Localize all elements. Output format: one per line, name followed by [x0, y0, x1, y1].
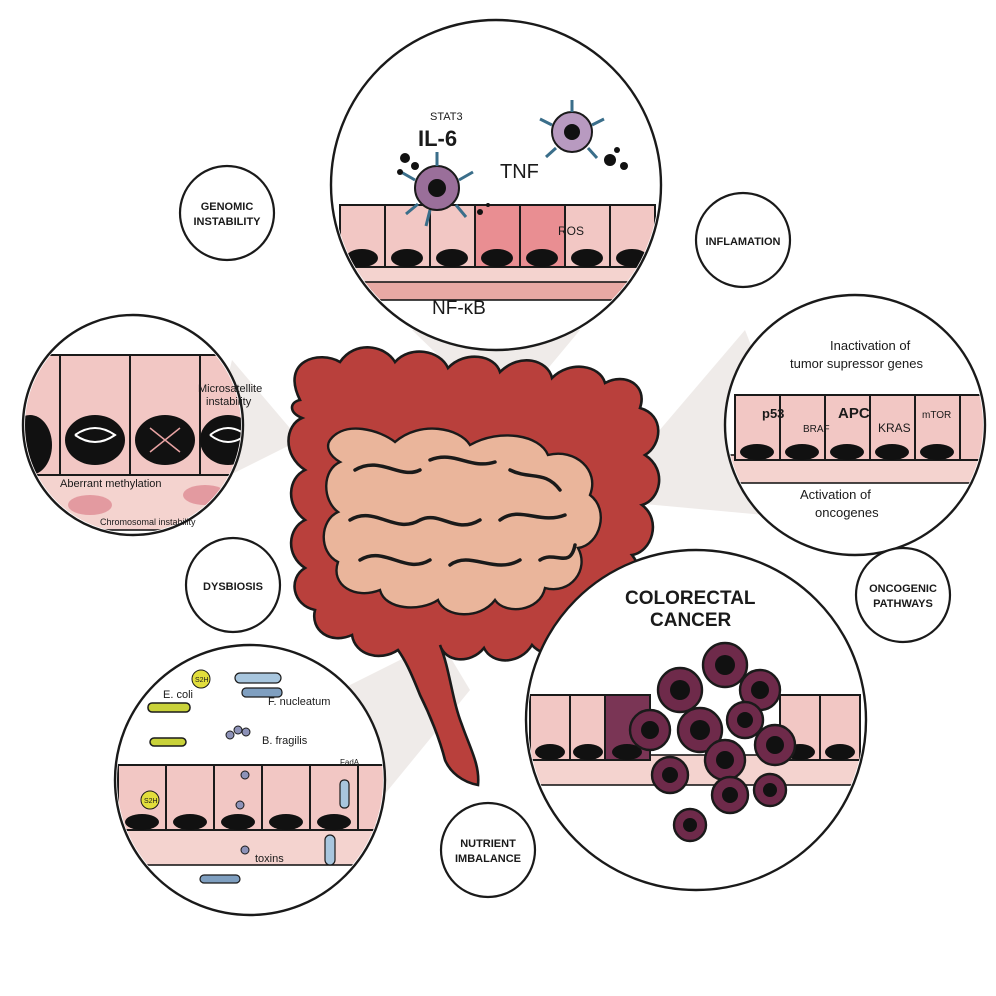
fada-label: FadA — [340, 758, 360, 767]
microsat-label-2: instability — [206, 396, 252, 408]
bfragilis-icon — [225, 725, 251, 855]
mtor-label: mTOR — [922, 410, 951, 421]
dna-right-icon — [209, 427, 241, 443]
crc-label-2: CANCER — [650, 610, 732, 631]
ecoli-label: E. coli — [163, 689, 193, 701]
il6-label: IL-6 — [418, 126, 457, 151]
label-nutrient: NUTRIENT IMBALANCE — [439, 801, 537, 899]
apc-label: APC — [838, 405, 870, 422]
oncogenic-label-1: ONCOGENIC — [869, 583, 937, 595]
aberrant-label: Aberrant methylation — [60, 478, 162, 490]
chromosome-icon — [149, 427, 181, 453]
small-intestine — [322, 427, 602, 616]
ecoli-2-icon — [149, 737, 187, 747]
inflammation-zoom: STAT3 IL-6 TNF ROS NF-κB — [329, 18, 663, 352]
bfragilis-label: B. fragilis — [262, 735, 308, 747]
dna-left-icon — [74, 427, 117, 443]
s2h-icon — [191, 669, 211, 689]
epithelium-inflammation — [339, 204, 656, 268]
inactivation-label-1: Inactivation of — [830, 338, 911, 353]
label-oncogenic: ONCOGENIC PATHWAYS — [854, 546, 952, 644]
nutrient-label-1: NUTRIENT — [460, 838, 516, 850]
ecoli-icon — [147, 702, 191, 713]
genomic-zoom: Microsatellite instability Aberrant meth… — [21, 313, 262, 537]
microsat-label-1: Microsatellite — [198, 383, 262, 395]
label-dysbiosis: DYSBIOSIS — [184, 536, 282, 634]
s2h-label: S2H — [195, 677, 209, 684]
colon — [287, 346, 661, 787]
nfkb-label: NF-κB — [432, 298, 486, 319]
oncogenic-zoom: Inactivation of tumor supressor genes p5… — [723, 293, 987, 557]
genomic-label-2: INSTABILITY — [193, 216, 261, 228]
kras-label: KRAS — [878, 421, 911, 435]
cancer-zoom: COLORECTAL CANCER — [524, 548, 868, 892]
fnucleatum-label: F. nucleatum — [268, 696, 330, 708]
tumor-cluster-icon — [628, 641, 797, 843]
inflammation-label: INFLAMATION — [706, 236, 781, 248]
crc-label-1: COLORECTAL — [625, 588, 756, 609]
inactivation-label-2: tumor supressor genes — [790, 356, 923, 371]
stat3-label: STAT3 — [430, 111, 463, 123]
cytokine-dots — [397, 147, 628, 215]
toxins-label: toxins — [255, 853, 284, 865]
basement-inflammation — [333, 281, 659, 301]
activation-label-1: Activation of — [800, 487, 871, 502]
label-inflammation: INFLAMATION — [694, 191, 792, 289]
ros-label: ROS — [558, 224, 584, 238]
immune-cell-left-icon — [400, 152, 474, 227]
chromosomal-label: Chromosomal instability — [100, 517, 196, 527]
nutrient-label-2: IMBALANCE — [455, 853, 521, 865]
immune-cell-right-icon — [539, 100, 605, 160]
dysbiosis-zoom: E. coli S2H S2H F. nucleatum B. fragilis… — [113, 643, 387, 917]
s2h-label-2: S2H — [144, 798, 158, 805]
s2h-2-icon — [140, 790, 160, 810]
braf-label: BRAF — [803, 424, 830, 435]
activation-label-2: oncogenes — [815, 505, 879, 520]
dysbiosis-label: DYSBIOSIS — [203, 581, 263, 593]
fnucleatum-icon — [234, 672, 282, 684]
label-genomic: GENOMIC INSTABILITY — [178, 164, 276, 262]
intestine-loops — [348, 455, 577, 567]
oncogenic-label-2: PATHWAYS — [873, 598, 933, 610]
p53-label: p53 — [762, 406, 784, 421]
tnf-label: TNF — [500, 161, 539, 183]
genomic-label-1: GENOMIC — [201, 201, 254, 213]
